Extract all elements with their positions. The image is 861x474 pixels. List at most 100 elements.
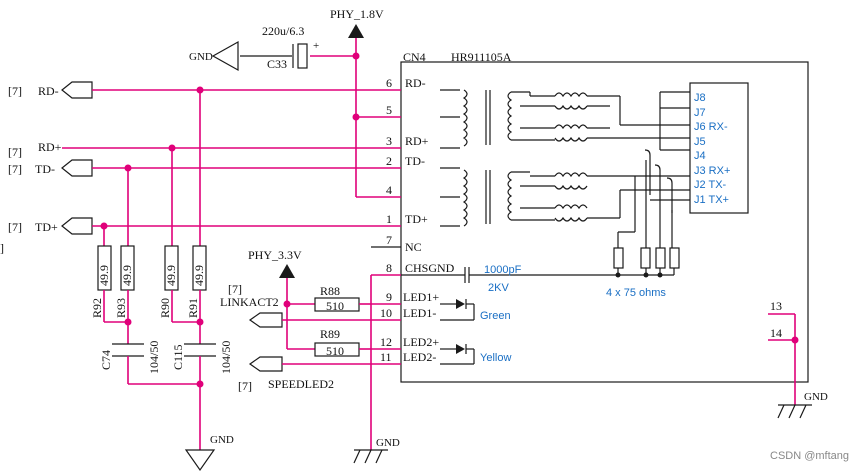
gnd-label: GND xyxy=(804,391,828,403)
shield-pins xyxy=(768,313,799,405)
chsgnd-net xyxy=(353,275,388,464)
pin-number: 10 xyxy=(380,306,392,320)
c33-ref: C33 xyxy=(267,57,287,71)
jack-label: J7 xyxy=(694,107,706,119)
res-ref: R88 xyxy=(320,284,340,298)
net-rd-minus xyxy=(61,81,356,99)
pin-name: TD- xyxy=(405,154,425,168)
edge-bracket: ] xyxy=(0,241,4,255)
res-value: 49.9 xyxy=(164,265,178,286)
port-sheet: [7] xyxy=(8,145,22,159)
pin-number: 5 xyxy=(386,103,392,117)
pin-number: 2 xyxy=(386,154,392,168)
pin-name: LED1- xyxy=(403,306,436,320)
cap-ref: C74 xyxy=(99,350,113,370)
port-name: LINKACT2 xyxy=(220,295,279,309)
res-ref: R92 xyxy=(90,298,104,318)
cap-2kv-label: 2KV xyxy=(488,282,509,294)
jack-label: J5 xyxy=(694,136,706,148)
gnd-label: GND xyxy=(189,51,213,63)
net-td-plus xyxy=(61,217,356,235)
pin-number: 9 xyxy=(386,290,392,304)
net-rd-plus xyxy=(62,144,356,152)
pin-name: LED1+ xyxy=(403,290,439,304)
power-arrow-icon xyxy=(279,264,295,278)
gnd-symbol-bottom xyxy=(184,449,216,472)
res-ref: R90 xyxy=(158,298,172,318)
jack-label: J2 TX- xyxy=(694,179,727,191)
port-sheet: [7] xyxy=(8,84,22,98)
pin-number: 13 xyxy=(770,299,782,313)
res-note: 4 x 75 ohms xyxy=(606,287,666,299)
pin-number: 4 xyxy=(386,183,392,197)
jack-label: J3 RX+ xyxy=(694,165,730,177)
cap-ref: C115 xyxy=(171,344,185,370)
port-name: RD+ xyxy=(38,140,62,154)
pin-stubs xyxy=(356,89,401,365)
res-value: 49.9 xyxy=(192,265,206,286)
gnd-label: GND xyxy=(210,434,234,446)
port-sheet: [7] xyxy=(238,379,252,393)
gnd-symbol-left xyxy=(211,40,239,72)
pin-name: RD- xyxy=(405,76,426,90)
cap-1000pf-label: 1000pF xyxy=(484,264,522,276)
pin-number: 3 xyxy=(386,134,392,148)
transformer-lower xyxy=(440,167,635,227)
pin-number: 14 xyxy=(770,326,782,340)
connector-ref: CN4 xyxy=(403,50,426,64)
c33-value: 220u/6.3 xyxy=(262,24,304,38)
res-value: 49.9 xyxy=(97,265,111,286)
pin-name: TD+ xyxy=(405,212,428,226)
transformer-upper xyxy=(440,89,635,149)
port-name: SPEEDLED2 xyxy=(268,377,334,391)
phy18-net xyxy=(310,38,360,197)
pin-name: LED2- xyxy=(403,350,436,364)
jack-label: J1 TX+ xyxy=(694,194,729,206)
phy33-net xyxy=(283,278,371,357)
connector-part: HR911105A xyxy=(451,50,512,64)
pin-number: 8 xyxy=(386,261,392,275)
res-ref: R89 xyxy=(320,327,340,341)
c33-plus: + xyxy=(313,40,319,52)
port-sheet: [7] xyxy=(228,282,242,296)
chsgnd-cap xyxy=(401,267,470,283)
res-ref: R91 xyxy=(186,298,200,318)
res-value: 510 xyxy=(326,299,344,313)
port-sheet: [7] xyxy=(8,162,22,176)
port-linkact xyxy=(248,312,371,328)
power-arrow-icon xyxy=(348,24,364,38)
pin-number: 11 xyxy=(380,350,392,364)
pin-number: 1 xyxy=(386,212,392,226)
pin-name: LED2+ xyxy=(403,335,439,349)
res-value: 49.9 xyxy=(120,265,134,286)
cap-value: 104/50 xyxy=(219,341,233,374)
led-yellow-label: Yellow xyxy=(480,352,511,364)
connector-body xyxy=(400,61,809,383)
pin-name: CHSGND xyxy=(405,261,455,275)
pin-number: 12 xyxy=(380,335,392,349)
led-green xyxy=(440,299,475,321)
watermark: CSDN @mftang xyxy=(770,450,849,462)
port-name: RD- xyxy=(38,84,59,98)
jack-routing xyxy=(617,91,690,248)
cap-value: 104/50 xyxy=(147,341,161,374)
pin-name: RD+ xyxy=(405,134,429,148)
port-name: TD- xyxy=(35,162,55,176)
pin-number: 7 xyxy=(386,233,392,247)
jack-label: J6 RX- xyxy=(694,121,728,133)
cap-c33 xyxy=(240,43,308,69)
termination-resistors xyxy=(469,247,680,278)
port-sheet: [7] xyxy=(8,220,22,234)
led-green-label: Green xyxy=(480,310,511,322)
res-ref: R93 xyxy=(114,298,128,318)
pin-number: 6 xyxy=(386,76,392,90)
phy33-label: PHY_3.3V xyxy=(248,248,302,262)
res-value: 510 xyxy=(326,344,344,358)
jack-label: J4 xyxy=(694,150,706,162)
jack-box xyxy=(689,82,749,214)
port-speedled xyxy=(248,356,371,372)
phy18-label: PHY_1.8V xyxy=(330,7,384,21)
net-td-minus xyxy=(61,159,356,177)
termination-network xyxy=(97,90,216,450)
